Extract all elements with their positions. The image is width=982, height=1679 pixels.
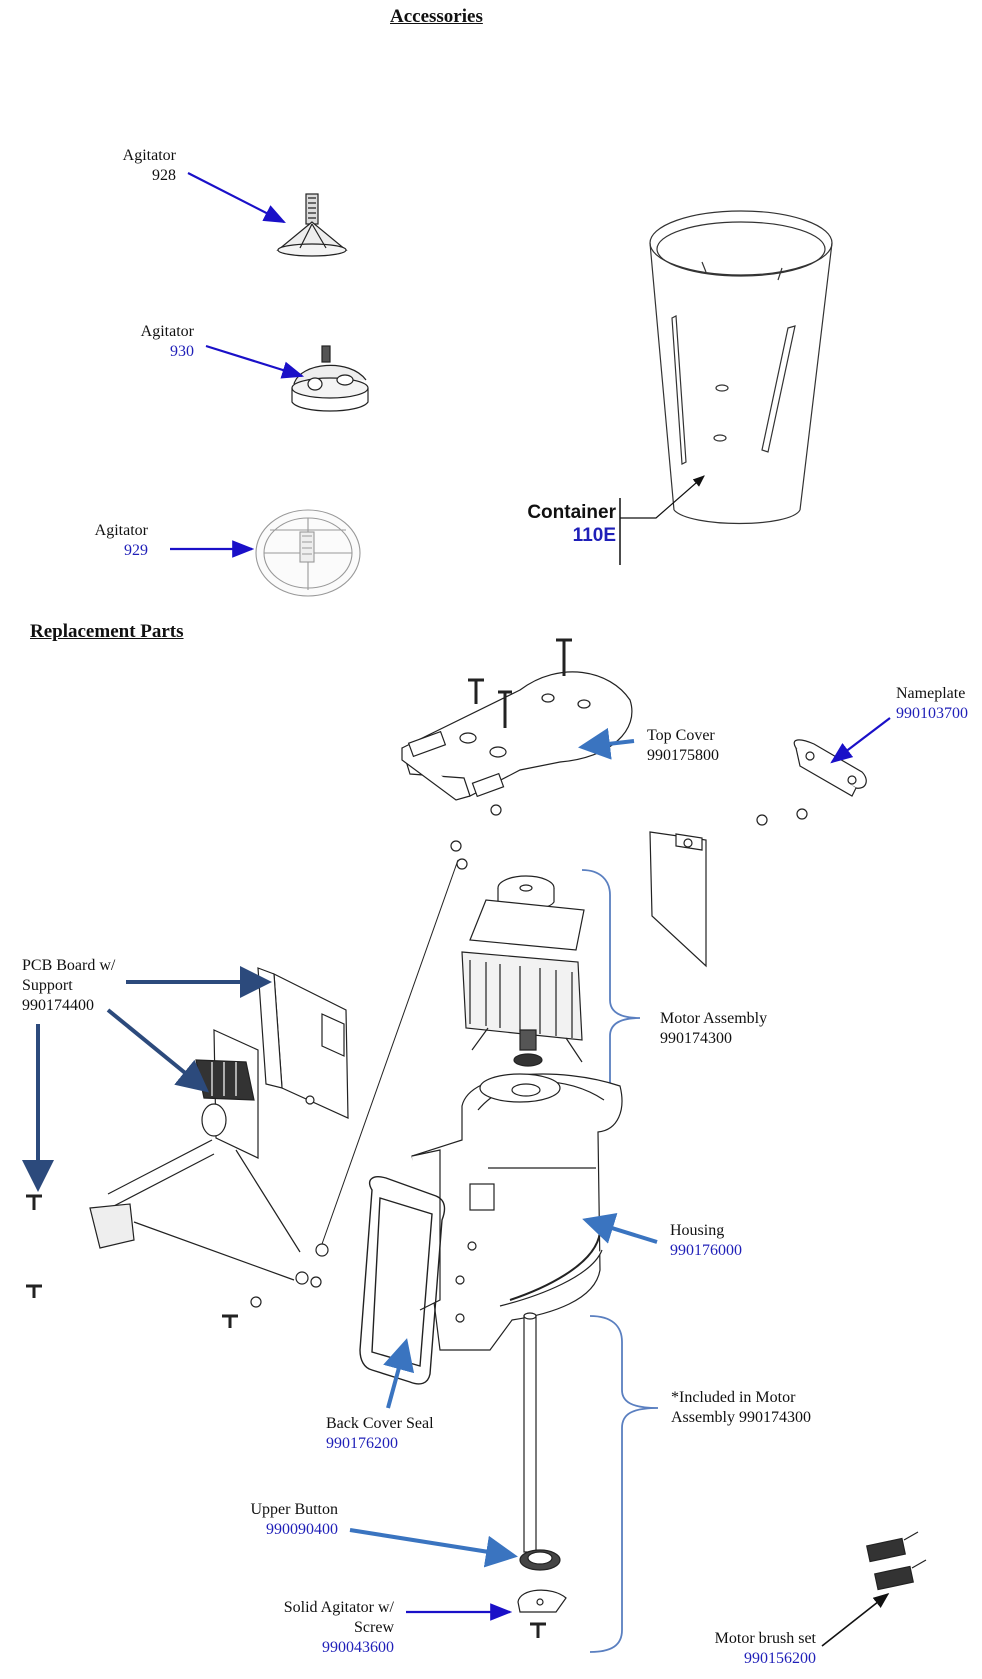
upper-button-label: Upper Button 990090400 xyxy=(220,1500,338,1540)
pcb-board-illustration xyxy=(89,967,349,1281)
pcb-part: 990174400 xyxy=(22,997,94,1014)
agitator-929-illustration xyxy=(255,509,361,597)
arrow-motor-brush xyxy=(821,1593,890,1647)
included-note-line1: *Included in Motor xyxy=(671,1389,796,1406)
solid-agitator-part: 990043600 xyxy=(322,1639,394,1656)
back-cover-seal-name: Back Cover Seal xyxy=(326,1415,434,1432)
solid-agitator-illustration xyxy=(517,1589,567,1638)
agitator-928-illustration xyxy=(276,193,348,257)
solid-agitator-name-line1: Solid Agitator w/ xyxy=(283,1599,394,1616)
housing-name: Housing xyxy=(670,1222,725,1239)
back-cover-seal-label: Back Cover Seal 990176200 xyxy=(326,1414,434,1454)
motor-assembly-illustration xyxy=(461,875,585,1067)
housing-illustration xyxy=(411,1073,623,1351)
top-cover-label: Top Cover 990175800 xyxy=(647,726,719,766)
back-cover-seal-part: 990176200 xyxy=(326,1435,398,1452)
pcb-name-line1: PCB Board w/ xyxy=(22,957,116,974)
agitator-928-name: Agitator xyxy=(122,147,176,164)
motor-assembly-label: Motor Assembly 990174300 xyxy=(660,1009,767,1049)
motor-brush-set-illustration xyxy=(866,1531,927,1591)
motor-brush-label: Motor brush set 990156200 xyxy=(690,1629,816,1669)
upper-button-illustration xyxy=(519,1549,561,1571)
agitator-930-illustration xyxy=(291,345,369,412)
agitator-930-label: Agitator 930 xyxy=(114,322,194,362)
accessories-heading: Accessories xyxy=(390,6,483,27)
solid-agitator-name-line2: Screw xyxy=(354,1619,394,1636)
pcb-label: PCB Board w/ Support 990174400 xyxy=(22,956,115,1016)
arrow-agitator-930 xyxy=(205,344,305,379)
top-cover-illustration xyxy=(401,638,633,816)
upper-button-part: 990090400 xyxy=(266,1521,338,1538)
motor-assembly-name: Motor Assembly xyxy=(660,1010,768,1027)
arrow-agitator-928 xyxy=(187,172,286,224)
replacement-parts-heading: Replacement Parts xyxy=(30,621,184,642)
arrow-upper-button xyxy=(349,1528,518,1568)
motor-assembly-part: 990174300 xyxy=(660,1030,732,1047)
agitator-929-label: Agitator 929 xyxy=(68,521,148,561)
container-110e-illustration xyxy=(649,210,833,525)
container-part: 110E xyxy=(572,525,616,546)
agitator-928-label: Agitator 928 xyxy=(96,146,176,186)
shaft-illustration xyxy=(523,1312,537,1553)
top-cover-name: Top Cover xyxy=(647,727,715,744)
ground-wire-leader xyxy=(321,859,459,1245)
nameplate-label: Nameplate 990103700 xyxy=(896,684,968,724)
included-note-line2: Assembly 990174300 xyxy=(671,1409,811,1426)
agitator-928-part: 928 xyxy=(152,167,176,184)
small-screws xyxy=(26,840,468,1328)
container-name: Container xyxy=(527,502,616,523)
nameplate-illustration xyxy=(756,739,867,826)
agitator-929-name: Agitator xyxy=(94,522,148,539)
motor-brush-part: 990156200 xyxy=(744,1650,816,1667)
solid-agitator-label: Solid Agitator w/ Screw 990043600 xyxy=(252,1598,394,1658)
back-cover-seal-illustration xyxy=(359,1176,446,1385)
arrow-pcb-board xyxy=(106,1008,210,1093)
included-note-label: *Included in Motor Assembly 990174300 xyxy=(671,1388,811,1428)
housing-label: Housing 990176000 xyxy=(670,1221,742,1261)
agitator-930-name: Agitator xyxy=(140,323,194,340)
motor-brush-name: Motor brush set xyxy=(714,1630,816,1647)
arrow-top-cover xyxy=(578,727,635,760)
housing-part: 990176000 xyxy=(670,1242,742,1259)
bracket-included-parts xyxy=(589,1315,659,1653)
top-cover-part: 990175800 xyxy=(647,747,719,764)
agitator-929-part: 929 xyxy=(124,542,148,559)
agitator-930-part: 930 xyxy=(170,343,194,360)
container-leader-line xyxy=(620,475,705,519)
arrow-nameplate xyxy=(830,717,891,764)
nameplate-name: Nameplate xyxy=(896,685,966,702)
insulator-sheet-illustration xyxy=(649,831,707,968)
arrow-back-cover-seal xyxy=(383,1338,415,1409)
upper-button-name: Upper Button xyxy=(250,1501,338,1518)
nameplate-part: 990103700 xyxy=(896,705,968,722)
arrow-housing xyxy=(582,1213,658,1244)
pcb-name-line2: Support xyxy=(22,977,73,994)
container-label: Container 110E xyxy=(500,501,616,547)
